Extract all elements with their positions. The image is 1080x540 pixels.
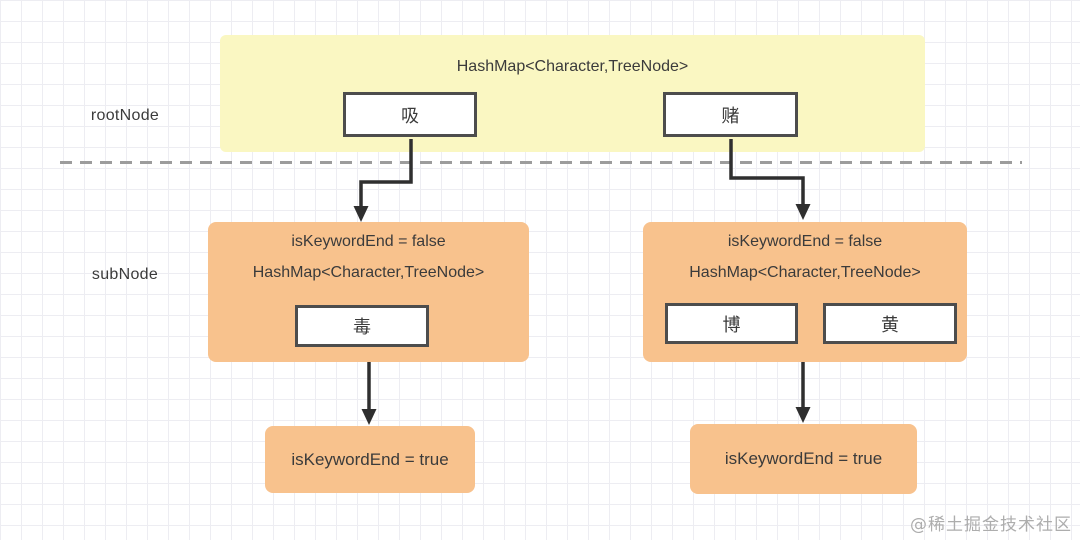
arrow-subleft-to-leafleft	[361, 362, 377, 425]
sub-left-iskeywordend: isKeywordEnd = false	[291, 233, 446, 250]
sub-right-hashmap: HashMap<Character,TreeNode>	[689, 264, 921, 281]
sub-left-hashmap: HashMap<Character,TreeNode>	[252, 264, 485, 281]
root-node-label: rootNode	[90, 107, 160, 124]
sub-node-panel-left: isKeywordEnd = false HashMap<Character,T…	[208, 222, 529, 362]
root-child-box-du: 赌	[663, 92, 798, 137]
root-node-panel: HashMap<Character,TreeNode> 吸 赌	[220, 35, 925, 152]
sub-right-child-char-huang: 黄	[881, 314, 899, 335]
sub-left-child-box-poison: 毒	[295, 305, 429, 347]
sub-right-child-box-bo: 博	[665, 303, 798, 344]
sub-node-label: subNode	[91, 266, 159, 283]
leaf-panel-left: isKeywordEnd = true	[265, 426, 475, 493]
sub-right-iskeywordend: isKeywordEnd = false	[727, 233, 883, 250]
leaf-right-text: isKeywordEnd = true	[724, 449, 883, 468]
root-child-char-du: 赌	[721, 105, 740, 126]
leaf-panel-right: isKeywordEnd = true	[690, 424, 917, 494]
root-hashmap-title: HashMap<Character,TreeNode>	[456, 58, 689, 75]
watermark: @稀土掘金技术社区	[910, 515, 1072, 535]
sub-left-child-char-poison: 毒	[353, 317, 371, 337]
root-child-box-xi: 吸	[343, 92, 477, 137]
leaf-left-text: isKeywordEnd = true	[291, 449, 449, 469]
sub-node-panel-right: isKeywordEnd = false HashMap<Character,T…	[643, 222, 967, 362]
root-child-char-xi: 吸	[401, 105, 419, 126]
sub-right-child-char-bo: 博	[722, 314, 741, 335]
arrow-subright-to-leafright	[795, 362, 811, 423]
sub-right-child-box-huang: 黄	[823, 303, 957, 344]
